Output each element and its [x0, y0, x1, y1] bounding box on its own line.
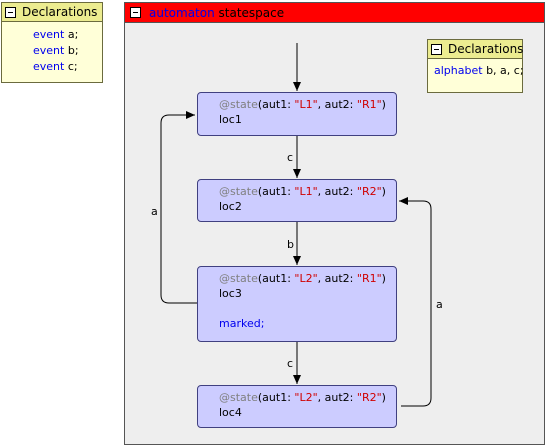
event-declaration-b: event b;	[33, 43, 102, 59]
local-declarations-header: Declarations	[428, 40, 524, 59]
automaton-panel: automaton statespace c b c a a Declarati…	[124, 2, 545, 445]
alphabet-value: b, a, c;	[486, 64, 524, 77]
automaton-header: automaton statespace	[125, 3, 544, 23]
event-name: b;	[67, 44, 79, 57]
collapse-icon[interactable]	[431, 43, 442, 55]
event-name: c;	[67, 60, 78, 73]
automaton-title: automaton statespace	[149, 6, 284, 20]
event-keyword: event	[33, 28, 65, 41]
local-declarations-title: Declarations	[448, 42, 524, 56]
transition-label-c: c	[287, 357, 293, 370]
state-name: loc3	[219, 287, 242, 300]
state-loc2[interactable]: @state(aut1: "L1", aut2: "R2") loc2	[197, 179, 397, 222]
collapse-icon[interactable]	[5, 6, 16, 18]
event-declaration-a: event a;	[33, 27, 102, 43]
event-keyword: event	[33, 60, 65, 73]
transition-label-c: c	[287, 151, 293, 164]
automaton-keyword: automaton	[149, 5, 215, 20]
local-declarations-panel: Declarations alphabet b, a, c;	[427, 39, 524, 93]
state-annotation: @state(aut1: "L1", aut2: "R2")	[219, 185, 386, 198]
transition-label-b: b	[287, 238, 294, 251]
global-declarations-panel: Declarations event a; event b; event c;	[1, 2, 103, 83]
state-loc4[interactable]: @state(aut1: "L2", aut2: "R2") loc4	[197, 385, 397, 428]
transition-label-a: a	[151, 205, 158, 218]
state-annotation: @state(aut1: "L1", aut2: "R1")	[219, 98, 386, 111]
state-loc1[interactable]: @state(aut1: "L1", aut2: "R1") loc1	[197, 92, 397, 136]
automaton-name: statespace	[218, 5, 285, 20]
global-declarations-title: Declarations	[22, 5, 98, 19]
event-declaration-c: event c;	[33, 59, 102, 75]
transition-loc3-loc1[interactable]	[160, 111, 197, 304]
global-declarations-header: Declarations	[2, 3, 102, 22]
transition-edges: c b c a a	[151, 43, 443, 407]
alphabet-keyword: alphabet	[434, 64, 483, 77]
state-name: loc4	[219, 406, 242, 419]
marked-proposition: marked;	[219, 317, 265, 330]
state-name: loc2	[219, 200, 242, 213]
state-name: loc1	[219, 113, 242, 126]
collapse-icon[interactable]	[130, 7, 141, 18]
alphabet-declaration: alphabet b, a, c;	[428, 59, 524, 79]
state-annotation: @state(aut1: "L2", aut2: "R2")	[219, 391, 386, 404]
state-loc3[interactable]: @state(aut1: "L2", aut2: "R1") loc3 mark…	[197, 266, 397, 342]
transition-loc4-loc2[interactable]	[399, 197, 432, 407]
transition-label-a: a	[436, 298, 443, 311]
event-name: a;	[67, 28, 79, 41]
state-annotation: @state(aut1: "L2", aut2: "R1")	[219, 272, 386, 285]
event-keyword: event	[33, 44, 65, 57]
